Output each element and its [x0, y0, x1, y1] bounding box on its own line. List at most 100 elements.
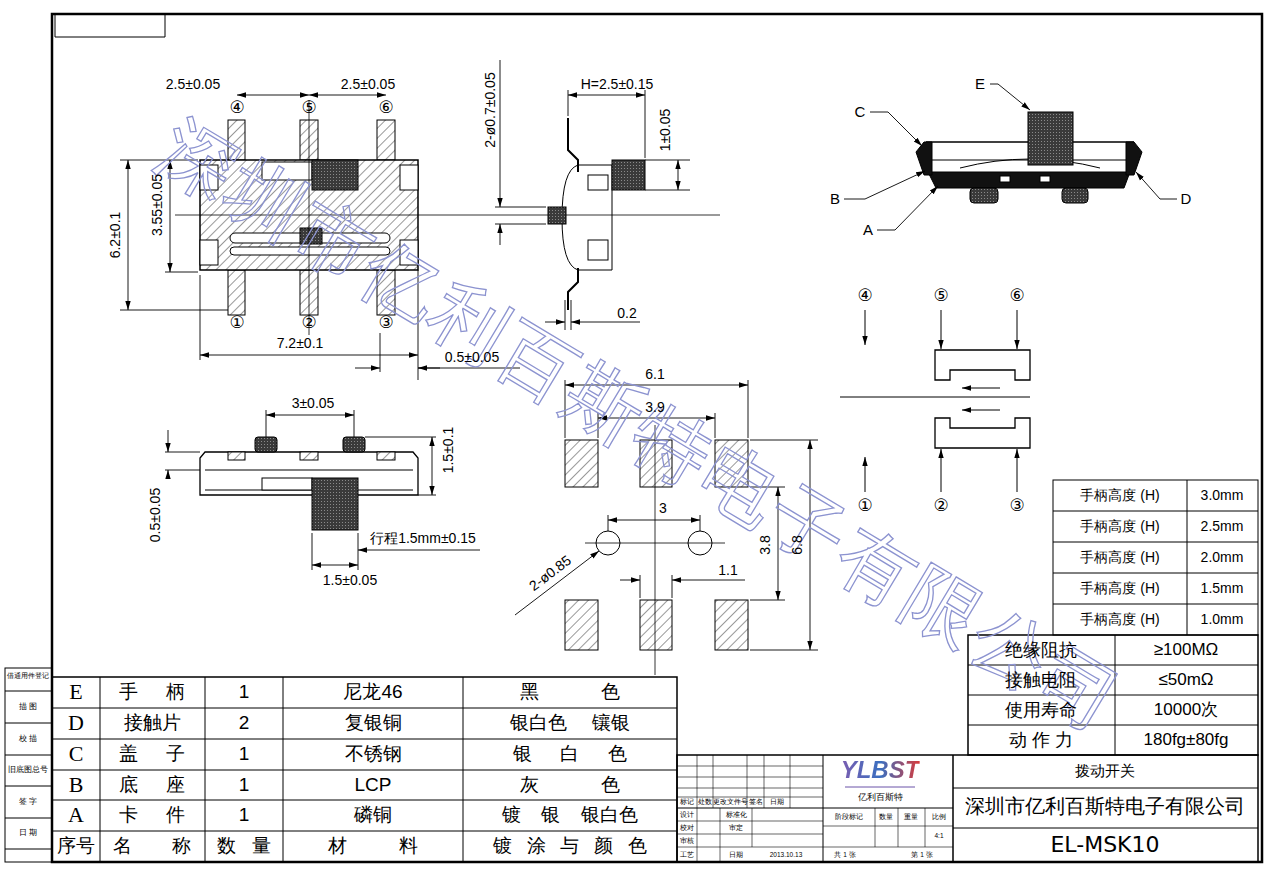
leader-line	[877, 186, 938, 230]
table-cell: 手柄高度 (H)	[1080, 549, 1159, 565]
dimension-label: 1.1	[718, 562, 737, 578]
pcb-footprint	[585, 543, 725, 544]
dimension-line	[128, 160, 129, 310]
switch-schematic	[840, 310, 1030, 492]
table-cell: 手柄高度 (H)	[1080, 518, 1159, 534]
drawing-frame	[5, 786, 52, 787]
table-cell: 3.0mm	[1201, 487, 1244, 503]
dimension-line	[266, 410, 267, 437]
bom-cell: 卡 件	[119, 804, 185, 826]
pcb-footprint	[715, 440, 748, 487]
front-view	[312, 478, 358, 530]
table-cell: 接触电阻	[1005, 670, 1077, 691]
bom-cell: 磷铜	[354, 804, 392, 826]
table-grid	[968, 665, 1258, 666]
dimension-line	[608, 515, 609, 531]
part-callout: A	[863, 221, 873, 238]
dimension-line	[598, 413, 599, 438]
table-grid	[968, 725, 1258, 726]
bom-cell: 黑 色	[520, 681, 620, 703]
title-text: 拨动开关	[1075, 763, 1135, 780]
front-view	[200, 437, 418, 530]
table-grid	[790, 755, 791, 808]
pcb-footprint	[715, 600, 748, 650]
top-view	[175, 215, 720, 216]
drawing-frame	[52, 14, 1262, 862]
drawing-frame	[5, 14, 1262, 862]
dimension-line	[309, 95, 386, 96]
exploded-view	[970, 188, 998, 203]
leader-line	[844, 84, 1177, 230]
pin-number: ③	[1009, 496, 1024, 516]
dimension-label: 2.5±0.05	[341, 76, 395, 92]
dimension-line	[418, 270, 419, 380]
dimension-line	[168, 430, 169, 452]
switch-schematic	[865, 310, 866, 345]
table-cell: 手柄高度 (H)	[1080, 611, 1159, 627]
margin-label: 旧底图总号	[8, 765, 48, 774]
table-grid	[1115, 635, 1116, 755]
dimension-label: 6.8	[789, 535, 805, 554]
table-cell: ≥100MΩ	[1154, 640, 1219, 660]
dimension-line	[565, 385, 748, 386]
pin-number: ④	[857, 286, 872, 306]
switch-schematic	[941, 449, 942, 492]
bom-cell: 镀 涂 与 颜 色	[493, 835, 647, 857]
bom-cell: 镀 银 银白色	[502, 804, 638, 826]
dimension-line	[354, 410, 355, 437]
pin-number: ⑥	[1009, 286, 1024, 306]
dimension-line	[495, 60, 690, 330]
switch-schematic	[941, 310, 942, 349]
front-view	[262, 478, 312, 490]
table-grid	[898, 808, 899, 847]
dimension-line	[568, 90, 569, 116]
margin-label: 描 图	[19, 702, 37, 711]
table-grid	[697, 755, 698, 862]
bom-cell: LCP	[355, 774, 392, 796]
table-grid	[677, 788, 823, 789]
table-grid	[52, 677, 677, 862]
dimension-line	[170, 160, 171, 272]
table-grid	[52, 770, 677, 771]
top-view	[200, 165, 218, 190]
dimension-line	[355, 368, 380, 369]
title-block-cell: 工艺	[680, 851, 694, 858]
dimension-label: 7.2±0.1	[277, 335, 324, 351]
table-grid	[968, 635, 1258, 755]
table-cell: 10000次	[1154, 700, 1218, 720]
table-grid	[52, 708, 677, 709]
title-block-cell: 签名	[749, 798, 763, 805]
dimension-line	[165, 410, 480, 570]
dimension-line	[571, 322, 591, 323]
dimension-line	[591, 322, 640, 323]
dimension-line	[620, 580, 640, 581]
dimension-line	[810, 440, 811, 650]
table-grid	[677, 834, 823, 835]
dimension-line	[645, 160, 690, 161]
bom-cell: D	[68, 710, 84, 735]
drawing-frame	[5, 723, 52, 724]
part-callout: B	[830, 190, 840, 207]
table-grid	[677, 808, 953, 809]
bom-cell: A	[68, 802, 84, 827]
drawing-frame	[5, 668, 52, 862]
side-view	[548, 207, 566, 224]
bom-cell: 接触片	[124, 712, 181, 734]
margin-label: 借通用件登记	[7, 672, 49, 680]
pin-number: ②	[933, 496, 948, 516]
table-grid	[52, 480, 1258, 862]
table-grid	[100, 677, 101, 862]
dimension-line	[365, 437, 436, 438]
bom-cell: 尼龙46	[343, 681, 402, 703]
top-view	[400, 165, 418, 190]
dimension-line	[168, 470, 169, 478]
dimension-line	[432, 437, 433, 495]
part-callout: D	[1181, 190, 1192, 207]
bom-cell: 灰 色	[520, 774, 620, 796]
dimension-label: 3.55±0.05	[149, 174, 165, 236]
table-cell: 使用寿命	[1005, 700, 1077, 721]
title-block-cell: 第 1 张	[911, 851, 932, 858]
switch-schematic	[1017, 310, 1018, 349]
dimension-line	[750, 487, 785, 488]
dimension-line	[500, 224, 501, 245]
